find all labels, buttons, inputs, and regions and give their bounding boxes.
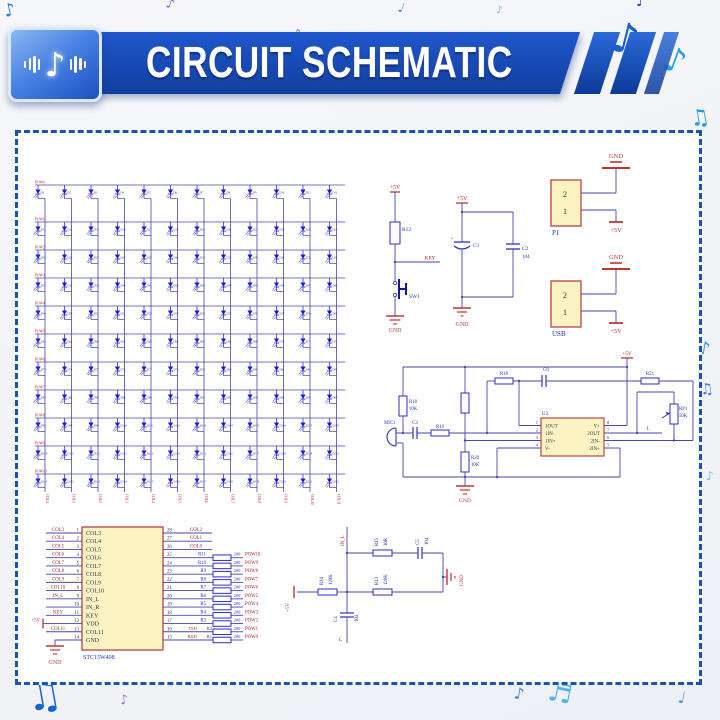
music-note-glyph: ♪ xyxy=(636,0,646,10)
music-note-glyph: ♩ xyxy=(676,687,688,708)
music-note-glyph: ♪ xyxy=(164,0,176,13)
schematic-card xyxy=(15,130,702,685)
soundwave-left-icon xyxy=(23,55,42,74)
music-note-glyph: ♪ xyxy=(496,5,503,16)
music-note-icon: ♪ xyxy=(44,45,66,84)
title-banner: CIRCUIT SCHEMATIC xyxy=(77,32,581,94)
music-note-glyph: ♪ xyxy=(512,683,526,704)
music-note-glyph: ♩ xyxy=(395,0,407,17)
music-note-glyph: ♫ xyxy=(687,104,712,133)
logo-music-icon: ♪ xyxy=(8,27,102,102)
music-note-glyph: ♪ xyxy=(706,469,714,483)
soundwave-right-icon xyxy=(69,55,88,74)
music-note-glyph: ♪ xyxy=(118,692,130,709)
title-banner-inner: CIRCUIT SCHEMATIC xyxy=(88,32,570,94)
music-note-glyph: ♪ xyxy=(1,0,18,22)
page-title: CIRCUIT SCHEMATIC xyxy=(145,38,513,87)
